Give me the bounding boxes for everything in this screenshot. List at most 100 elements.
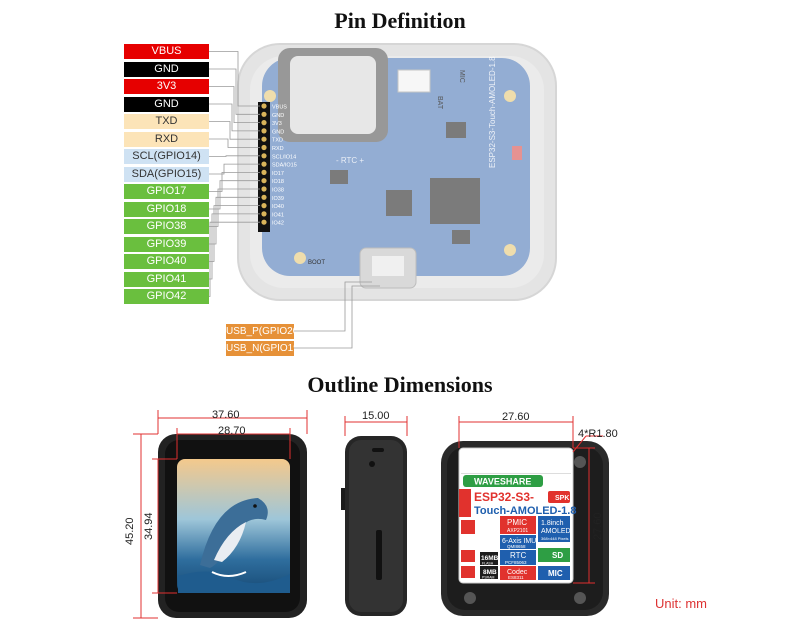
usb-n-label: USB_N(GPIO19) [226, 341, 303, 356]
header-pin-name: IO40 [272, 204, 284, 210]
back-pmic-sub: AXP2101 [507, 528, 528, 534]
header-pad [261, 169, 267, 175]
header-pin-name: TXD [272, 138, 283, 144]
back-psram: 8MB [483, 569, 497, 576]
pin-leader [209, 205, 260, 262]
back-psram-sub: PSRAM [482, 576, 495, 580]
header-pad [261, 203, 267, 209]
pin-header [258, 102, 270, 232]
pin-label: GPIO39 [124, 236, 209, 252]
pin-leader [209, 68, 260, 115]
back-flash-sub: FLASH [482, 562, 494, 566]
back-imu: 6-Axis IMU [502, 538, 536, 545]
dimension-lines [133, 410, 603, 619]
pin-leader [209, 171, 260, 192]
header-pads [261, 103, 267, 225]
header-pin-name: IO41 [272, 212, 284, 218]
device-side-view [341, 436, 407, 616]
pin-label: GPIO42 [124, 289, 209, 304]
device-back-view: WAVESHARE ESP32-S3- Touch-AMOLED-1.8 SPK… [441, 441, 609, 616]
header-pin-name: IO38 [272, 188, 284, 194]
pin-leader [209, 221, 260, 297]
corner-radius-label: 4*R1.80 [578, 428, 618, 440]
header-pad [261, 178, 267, 184]
back-imu-sub: QMI8658 [507, 544, 526, 549]
back-height-label: 27.60 [592, 512, 604, 540]
pin-label: GND [124, 96, 209, 112]
back-pmic: PMIC [507, 518, 527, 527]
pin-leader [209, 163, 260, 175]
pin-leader [209, 155, 260, 157]
pin-label: GPIO38 [124, 219, 209, 234]
board-top-view [237, 43, 557, 301]
header-pad [261, 194, 267, 200]
pin-leader [209, 138, 260, 148]
pin-leader [209, 213, 260, 280]
pin-leader [209, 188, 260, 227]
back-display-sub: AMOLED [541, 528, 571, 535]
back-sd: SD [552, 551, 563, 560]
header-pin-name: 3V3 [272, 121, 282, 127]
outer-width-label: 37.60 [212, 409, 240, 421]
mic-silk: MIC [458, 70, 465, 83]
rtc-silk: - RTC + [336, 156, 364, 165]
pin-label: SCL(GPIO14) [124, 149, 209, 164]
thickness-label: 15.00 [362, 410, 390, 422]
header-pad [261, 186, 267, 192]
pin-label: 3V3 [124, 79, 209, 94]
header-pin-name: IO17 [272, 171, 284, 177]
back-codec: Codec [507, 569, 528, 576]
unit-label: Unit: mm [655, 596, 707, 611]
header-pad [261, 136, 267, 142]
pin-label: VBUS [124, 44, 209, 59]
back-model-line1: ESP32-S3- [474, 490, 534, 504]
back-model-line2: Touch-AMOLED-1.8 [474, 505, 576, 517]
bat-silk: BAT [436, 96, 443, 110]
outer-height-label: 45.20 [124, 517, 136, 545]
header-pad [261, 153, 267, 159]
header-pad [261, 128, 267, 134]
header-pad [261, 144, 267, 151]
pin-label: RXD [124, 131, 209, 147]
usb-p-label: USB_P(GPIO20) [226, 324, 302, 339]
pin-leader [209, 196, 260, 245]
back-codec-sub: ES8311 [508, 575, 524, 580]
boot-silk: BOOT [308, 260, 325, 266]
pin-label: GND [124, 61, 209, 77]
pin-label: GPIO18 [124, 201, 209, 217]
back-display-res: 368×448 Pixels [541, 536, 568, 541]
header-pad [261, 219, 267, 225]
usb-n-leader [294, 285, 380, 349]
pin-label: GPIO40 [124, 254, 209, 269]
inner-height-label: 34.94 [143, 512, 155, 540]
header-pin-name: RXD [272, 146, 284, 152]
pin-label: SDA(GPIO15) [124, 166, 209, 182]
back-display: 1.8inch [541, 520, 564, 527]
header-pad [261, 111, 267, 117]
back-rtc: RTC [510, 551, 527, 560]
header-pad [261, 103, 267, 109]
usb-p-leader [294, 281, 372, 332]
pin-definition-title: Pin Definition [334, 8, 466, 33]
header-pin-name: VBUS [272, 105, 287, 111]
inner-width-label: 28.70 [218, 425, 246, 437]
header-pad [261, 211, 267, 217]
header-pin-name: GND [272, 129, 284, 135]
model-silk: ESP32-S3-Touch-AMOLED-1.8 [488, 56, 497, 168]
header-pin-name: IO18 [272, 179, 284, 185]
back-width-label: 27.60 [502, 411, 530, 423]
back-rtc-sub: PCF85063 [505, 560, 527, 565]
pin-leader [209, 180, 260, 210]
header-pad [261, 120, 267, 126]
pin-leader [209, 103, 260, 132]
header-pin-name: SCL/IO14 [272, 154, 296, 160]
header-pin-name: IO39 [272, 196, 284, 202]
pin-leader [209, 121, 260, 140]
pin-label: GPIO41 [124, 271, 209, 287]
back-brand: WAVESHARE [474, 477, 531, 487]
header-pin-name: GND [272, 113, 284, 119]
outline-dimensions-title: Outline Dimensions [307, 372, 493, 397]
pin-label: TXD [124, 114, 209, 129]
back-flash: 16MB [481, 555, 499, 562]
